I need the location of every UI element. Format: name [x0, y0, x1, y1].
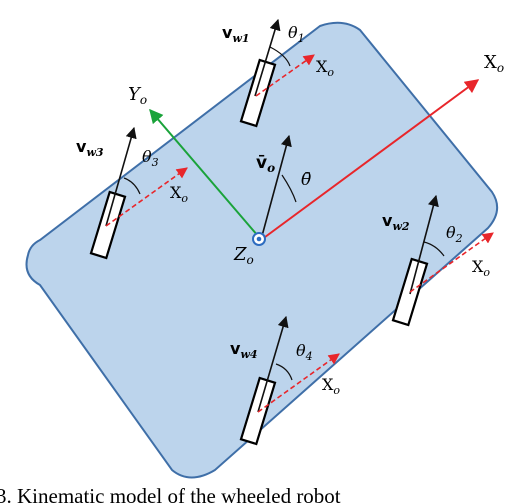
wheel-1-velocity-arrow — [254, 18, 281, 97]
wheel-2-theta-arc — [423, 241, 445, 257]
wheel-3-group: vw3 θ3 Xo — [76, 126, 188, 260]
wheel-2-theta-label: θ2 — [446, 223, 463, 245]
body-theta-label: θ̄ — [301, 170, 311, 190]
wheel-3-theta-arc — [123, 177, 141, 195]
wheel-2-velocity-label: vw2 — [382, 211, 410, 233]
wheel-3-x-dashed — [105, 167, 188, 227]
wheel-1-velocity-label: vw1 — [222, 23, 250, 45]
body-velocity-arrow — [261, 134, 292, 237]
wheel-2-x-dashed — [409, 232, 494, 293]
wheel-3-x-label: Xo — [170, 183, 188, 205]
wheel-3-velocity-label: vw3 — [76, 137, 104, 159]
wheel-1-group: vw1 θ1 Xo — [222, 18, 334, 128]
wheel-1-theta-arc — [269, 46, 291, 67]
x-axis-arrow — [260, 79, 480, 241]
wheel-1 — [239, 58, 277, 128]
wheel-1-x-label: Xo — [316, 57, 334, 79]
wheel-3-velocity-arrow — [105, 126, 137, 227]
body-velocity-label: v̄o — [256, 153, 275, 175]
y-axis-arrow — [149, 108, 259, 237]
figure-caption: 3. Kinematic model of the wheeled robot — [0, 484, 341, 504]
wheel-4-velocity-arrow — [257, 315, 289, 413]
wheel-1-x-dashed — [255, 54, 315, 97]
origin-pivot-dot — [256, 236, 262, 242]
wheel-4-x-label: Xo — [322, 375, 340, 397]
body-theta-arc — [281, 174, 297, 203]
wheel-4-group: vw4 θ4 Xo — [230, 315, 340, 446]
wheel-4-x-dashed — [257, 353, 340, 413]
robot-body — [25, 21, 499, 479]
wheel-1-theta-label: θ1 — [288, 23, 305, 45]
wheel-3-theta-label: θ3 — [142, 147, 159, 169]
wheel-4-velocity-label: vw4 — [230, 339, 258, 361]
wheel-2-velocity-arrow — [409, 194, 439, 295]
wheel-2-group: vw2 θ2 Xo — [382, 194, 494, 327]
wheel-2-x-label: Xo — [472, 257, 490, 279]
y-axis-label: Yo — [128, 84, 147, 107]
wheel-4-theta-label: θ4 — [296, 341, 313, 363]
origin-label: Zo — [233, 244, 254, 267]
wheel-4-theta-arc — [275, 363, 293, 381]
x-axis-label: Xo — [484, 52, 504, 75]
